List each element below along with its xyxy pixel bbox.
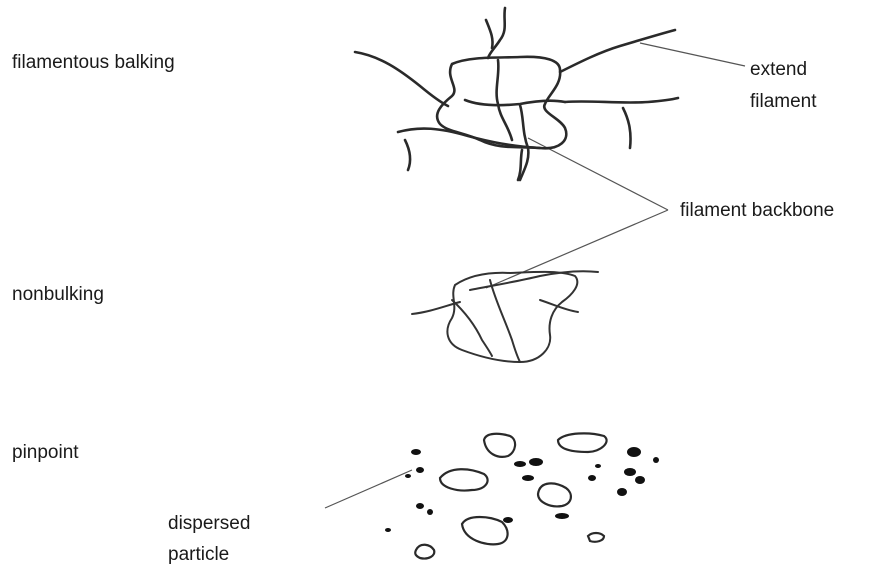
filamentous-floc bbox=[355, 8, 678, 180]
label-particle: particle bbox=[168, 544, 229, 565]
label-pinpoint: pinpoint bbox=[12, 442, 79, 463]
label-nonbulking: nonbulking bbox=[12, 284, 104, 305]
nonbulking-floc bbox=[412, 271, 598, 362]
label-filament: filament bbox=[750, 91, 817, 112]
leader-dispersed-particle bbox=[325, 470, 412, 508]
label-extend: extend bbox=[750, 59, 807, 80]
leader-backbone-bottom bbox=[486, 210, 668, 288]
label-filament-backbone: filament backbone bbox=[680, 200, 834, 221]
pinpoint-floc bbox=[385, 433, 659, 558]
leader-extend-filament bbox=[640, 43, 745, 66]
label-dispersed: dispersed bbox=[168, 513, 250, 534]
label-filamentous-bulking: filamentous balking bbox=[12, 52, 175, 73]
